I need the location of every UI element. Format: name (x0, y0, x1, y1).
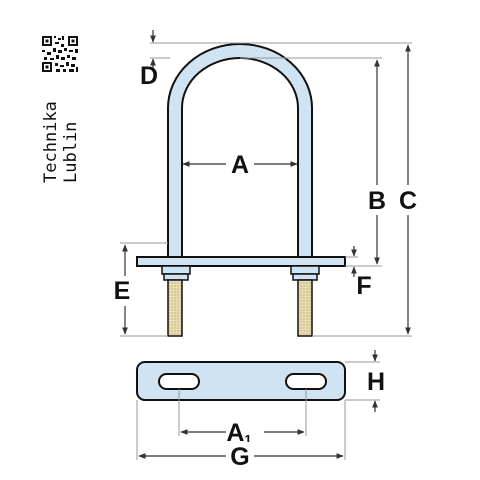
dim-label-f: F (356, 272, 371, 300)
dim-label-e: E (114, 277, 131, 305)
clamp-plate-top (136, 361, 346, 401)
slot-left (158, 373, 200, 390)
slot-right (285, 373, 327, 390)
u-bolt-bend (167, 43, 313, 259)
dim-label-d: D (140, 62, 158, 90)
dim-label-a: A (231, 151, 249, 179)
thread-left (167, 279, 183, 337)
u-bolt (167, 43, 313, 259)
qr-code-icon (42, 36, 78, 72)
dim-label-g: G (230, 443, 249, 471)
brand-line-2: Lublin (61, 122, 81, 183)
dim-label-h: H (367, 368, 385, 396)
nut-left (161, 265, 191, 281)
clamp-plate-side (136, 256, 346, 267)
extension-lines (120, 42, 412, 460)
brand-line-1: Technika (41, 101, 61, 183)
dim-label-b: B (368, 187, 386, 215)
thread-right (297, 279, 313, 337)
dim-label-c: C (399, 187, 417, 215)
dim-label-a1: A1 (226, 419, 251, 447)
nut-right (290, 265, 320, 281)
